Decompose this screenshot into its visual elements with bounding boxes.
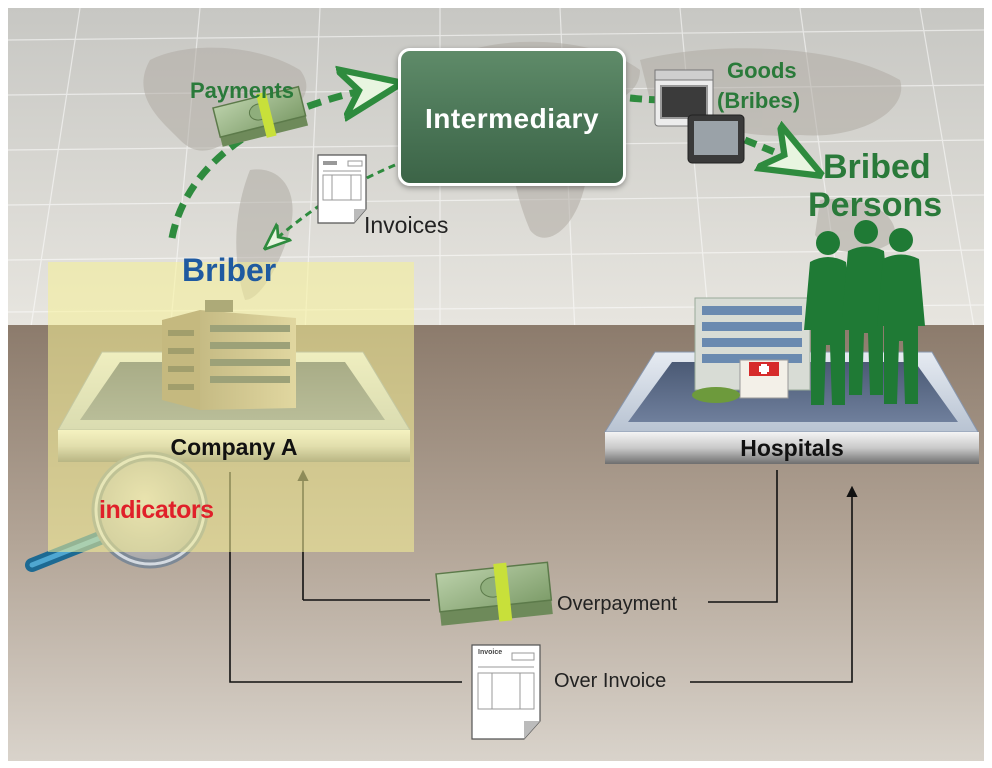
briber-label: Briber <box>182 252 277 288</box>
tv-icon <box>687 114 745 164</box>
briber-highlight-panel <box>48 262 414 552</box>
person-silhouette-icon <box>804 220 925 405</box>
company-a-label: Company A <box>170 434 298 460</box>
indicators-label: indicators <box>99 496 214 524</box>
bribed-persons-label-line2: Persons <box>808 186 943 224</box>
bribed-persons-label-line1: Bribed <box>823 148 931 186</box>
payments-flow-arrow <box>168 85 390 239</box>
stove-icon <box>654 69 714 127</box>
goods-flow-arrow-end <box>743 140 812 170</box>
invoice-icon <box>317 154 367 224</box>
over-invoice-label: Over Invoice <box>554 670 667 692</box>
goods-label: Goods <box>727 58 797 83</box>
money-stack-icon <box>435 561 553 626</box>
overpayment-line-right <box>708 470 778 603</box>
hospital-icon <box>692 297 811 403</box>
invoices-label: Invoices <box>364 212 449 238</box>
goods-flow-arrow-start <box>629 94 669 104</box>
money-stack-icon <box>212 85 309 147</box>
invoice-icon <box>471 644 541 740</box>
bribes-label: (Bribes) <box>717 88 801 113</box>
over-invoice-arrow-to-hospitals <box>690 485 858 683</box>
hospitals-label: Hospitals <box>740 435 844 461</box>
intermediary-box: Intermediary <box>398 48 626 186</box>
invoice-doc-label: Invoice <box>478 649 503 656</box>
intermediary-label: Intermediary <box>424 103 600 134</box>
payments-label: Payments <box>190 78 294 103</box>
overpayment-label: Overpayment <box>557 593 678 615</box>
